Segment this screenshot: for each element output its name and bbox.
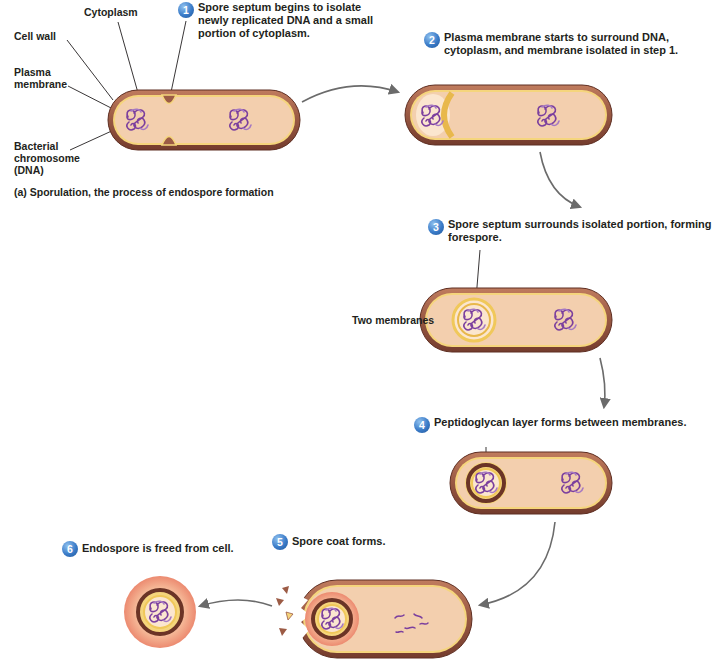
forespore-membrane	[318, 605, 346, 633]
spore-coat	[124, 576, 196, 648]
stage-arrow	[302, 86, 398, 102]
callout-number: 1	[178, 2, 194, 18]
callout-number: 2	[424, 32, 440, 48]
figure-caption: (a) Sporulation, the process of endospor…	[14, 186, 274, 198]
forespore	[453, 299, 495, 341]
leader-line	[118, 22, 140, 100]
leader-line	[170, 21, 186, 97]
stage-arrow	[600, 358, 605, 407]
cell-stage-5	[276, 580, 472, 658]
leader-line	[68, 86, 115, 110]
chromosome	[562, 472, 583, 493]
chromosome	[127, 109, 148, 130]
part-label: Cytoplasm	[84, 6, 138, 18]
forespore-membrane	[472, 469, 500, 497]
callout-number: 3	[428, 219, 444, 235]
spore-septum	[162, 95, 176, 104]
cell-wall	[298, 580, 472, 658]
step-text: Peptidoglycan layer forms between membra…	[434, 416, 714, 429]
part-label: Bacterial chromosome (DNA)	[14, 140, 84, 176]
part-label: Two membranes	[352, 314, 434, 326]
step-text: Plasma membrane starts to surround DNA, …	[444, 31, 712, 57]
peptidoglycan-layer	[313, 600, 351, 638]
peptidoglycan-layer	[468, 465, 504, 501]
cytoplasm	[427, 295, 605, 345]
plasma-membrane	[113, 95, 295, 145]
step-text: Spore coat forms.	[292, 535, 386, 548]
cell-wall	[108, 90, 300, 150]
chromosome	[464, 309, 485, 330]
stage-arrow	[480, 522, 555, 605]
plasma-membrane	[303, 585, 467, 653]
callout-number: 4	[414, 417, 430, 433]
plasma-membrane	[425, 293, 607, 347]
wall-fragment	[276, 598, 284, 606]
wall-fragment	[286, 612, 293, 620]
peptidoglycan-layer	[138, 590, 182, 634]
plasma-membrane	[455, 457, 607, 509]
spore-membrane	[144, 596, 176, 628]
chromosome	[555, 309, 576, 330]
plasma-membrane	[410, 90, 607, 140]
free-endospore	[124, 576, 196, 648]
stage-arrow	[540, 152, 580, 207]
forespore-membrane	[458, 304, 490, 336]
cell-stage-3	[420, 288, 612, 352]
step-text: Spore septum surrounds isolated portion,…	[448, 218, 712, 244]
cell-wall	[420, 288, 612, 352]
step-text: Endospore is freed from cell.	[82, 542, 234, 555]
spore-coat	[305, 592, 359, 646]
chromosome	[538, 105, 559, 126]
cell-stage-2	[405, 85, 612, 145]
chromosome	[230, 109, 251, 130]
leader-line	[67, 40, 113, 100]
callout-number: 6	[62, 541, 78, 557]
degraded-chromosome	[395, 614, 428, 632]
step-text: Spore septum begins to isolate newly rep…	[198, 1, 394, 40]
cell-wall	[405, 85, 612, 145]
wall-fragment	[279, 628, 287, 636]
engulfing-membrane	[444, 93, 452, 137]
spore-septum	[162, 137, 176, 146]
part-label: Plasma membrane	[14, 66, 76, 90]
chromosome	[322, 608, 343, 629]
stage-arrow	[200, 600, 272, 606]
callout-number: 5	[272, 534, 288, 550]
cytoplasm	[115, 97, 293, 143]
chromosome	[150, 601, 171, 622]
cytoplasm	[457, 459, 605, 507]
cytoplasm	[412, 92, 605, 138]
chromosome	[476, 472, 497, 493]
wall-fragment	[282, 586, 289, 594]
forespore	[465, 462, 507, 504]
cytoplasm	[305, 587, 465, 651]
cell-wall	[450, 452, 612, 514]
chromosome	[422, 105, 443, 126]
part-label: Cell wall	[14, 30, 56, 42]
cell-stage-1	[108, 90, 300, 150]
cell-stage-4	[450, 452, 612, 514]
